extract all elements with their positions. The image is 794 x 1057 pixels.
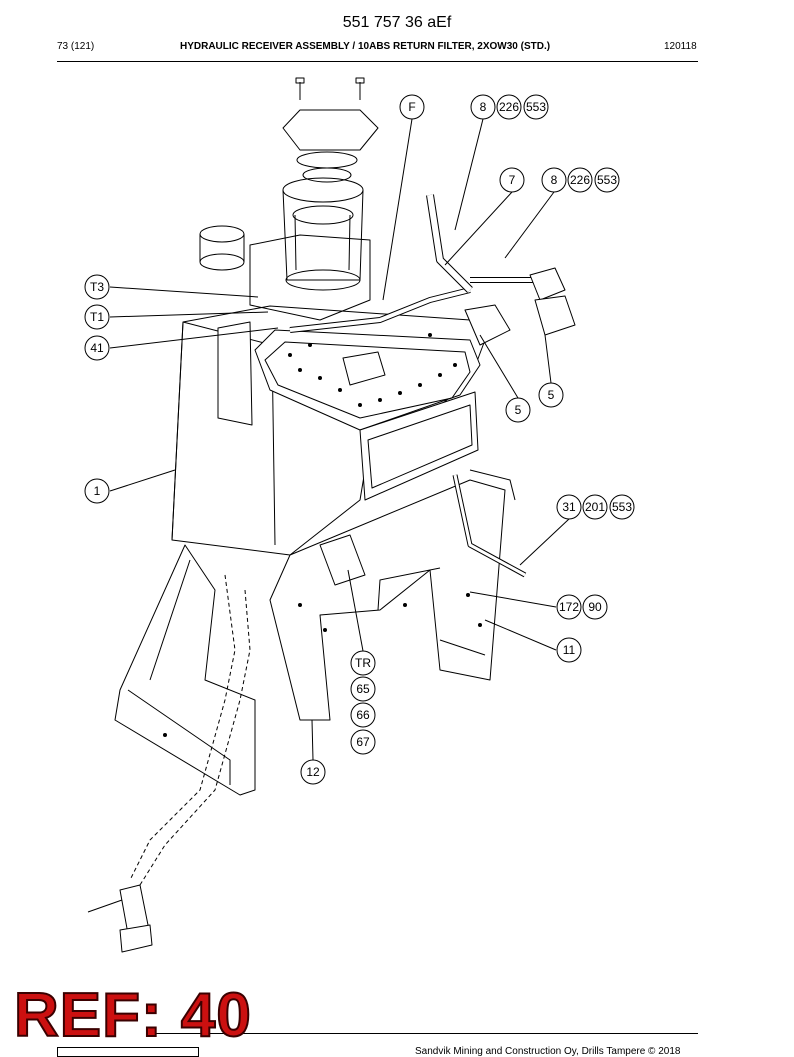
callout-5-upper: 5 — [538, 382, 564, 408]
svg-text:172: 172 — [559, 600, 579, 614]
callout-TR: TR — [350, 650, 376, 676]
svg-text:226: 226 — [499, 100, 519, 114]
callout-31: 31 — [556, 494, 582, 520]
callout-T3: T3 — [84, 274, 110, 300]
svg-text:7: 7 — [509, 173, 516, 187]
svg-text:T3: T3 — [90, 280, 104, 294]
svg-text:66: 66 — [356, 708, 370, 722]
callout-5-lower: 5 — [505, 397, 531, 423]
callout-11: 11 — [556, 637, 582, 663]
callout-12: 12 — [300, 759, 326, 785]
svg-text:90: 90 — [588, 600, 602, 614]
callout-553-third: 553 — [609, 494, 635, 520]
tank-body — [87, 77, 576, 953]
callout-T1: T1 — [84, 304, 110, 330]
svg-text:5: 5 — [548, 388, 555, 402]
svg-text:TR: TR — [355, 656, 371, 670]
svg-text:201: 201 — [585, 500, 605, 514]
leader-lines — [109, 118, 570, 761]
svg-text:31: 31 — [562, 500, 576, 514]
svg-text:553: 553 — [526, 100, 546, 114]
callout-226-top: 226 — [496, 94, 522, 120]
callout-8-second: 8 — [541, 167, 567, 193]
svg-text:T1: T1 — [90, 310, 104, 324]
callout-65: 65 — [350, 676, 376, 702]
callout-90: 90 — [582, 594, 608, 620]
callout-66: 66 — [350, 702, 376, 728]
callout-41: 41 — [84, 335, 110, 361]
footer-rule — [150, 1033, 698, 1034]
header-rule — [57, 61, 698, 62]
svg-text:12: 12 — [306, 765, 320, 779]
svg-text:553: 553 — [597, 173, 617, 187]
callout-8-top: 8 — [470, 94, 496, 120]
assembly-title: HYDRAULIC RECEIVER ASSEMBLY / 10ABS RETU… — [180, 41, 551, 52]
svg-text:553: 553 — [612, 500, 632, 514]
date-code: 120118 — [664, 41, 697, 52]
callout-226-second: 226 — [567, 167, 593, 193]
page-indicator: 73 (121) — [57, 41, 95, 52]
svg-text:226: 226 — [570, 173, 590, 187]
footer-copyright: Sandvik Mining and Construction Oy, Dril… — [415, 1046, 681, 1057]
svg-text:8: 8 — [551, 173, 558, 187]
callout-553-top: 553 — [523, 94, 549, 120]
svg-text:5: 5 — [515, 403, 522, 417]
svg-text:41: 41 — [90, 341, 104, 355]
callout-F: F — [399, 94, 425, 120]
callout-7: 7 — [499, 167, 525, 193]
callout-201: 201 — [582, 494, 608, 520]
callout-172: 172 — [556, 594, 582, 620]
callout-67: 67 — [350, 729, 376, 755]
ref-stamp: REF: 40 — [13, 981, 252, 1050]
svg-text:F: F — [408, 100, 415, 114]
svg-text:8: 8 — [480, 100, 487, 114]
svg-text:65: 65 — [356, 682, 370, 696]
svg-text:11: 11 — [563, 643, 576, 657]
callout-1: 1 — [84, 478, 110, 504]
svg-text:67: 67 — [356, 735, 370, 749]
svg-text:1: 1 — [94, 484, 101, 498]
brand-logo — [57, 1047, 199, 1057]
document-number: 551 757 36 aEf — [342, 14, 452, 31]
callout-553-second: 553 — [594, 167, 620, 193]
